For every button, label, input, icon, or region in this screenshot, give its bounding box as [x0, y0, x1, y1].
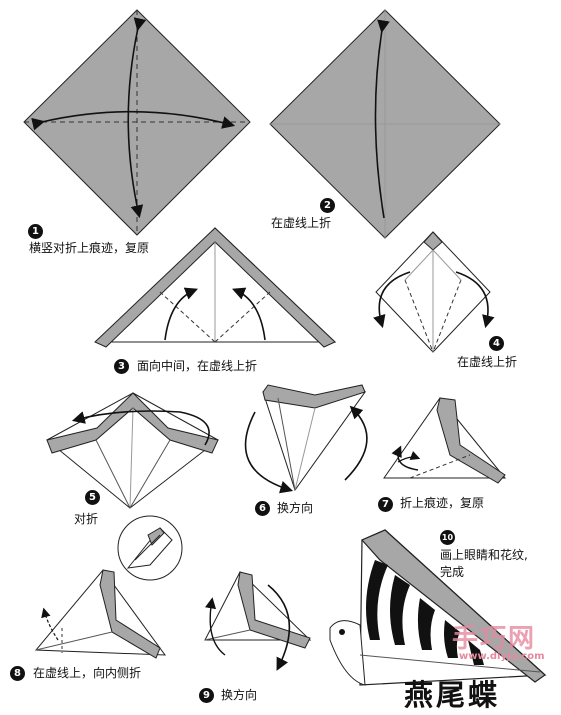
diagram-title: 燕尾蝶 — [404, 678, 501, 712]
step-number-5: 5 — [85, 490, 100, 505]
step-number-8: 8 — [10, 666, 25, 681]
step8-figure — [34, 569, 167, 659]
step-caption-6: 换方向 — [277, 501, 314, 515]
step8-detail-circle — [117, 515, 183, 581]
step-number-2: 2 — [320, 198, 335, 213]
step3-figure — [94, 227, 337, 348]
step-number-7: 7 — [378, 497, 393, 512]
step2-figure — [269, 9, 501, 239]
step6-figure — [244, 384, 368, 494]
step-number-4: 4 — [489, 336, 504, 351]
step7-figure — [383, 397, 507, 484]
step-caption-8: 在虚线上，向内侧折 — [33, 666, 142, 680]
step-number-9: 9 — [199, 688, 214, 703]
step-number-6: 6 — [255, 501, 270, 516]
step-caption-5: 对折 — [74, 512, 99, 526]
step-number-1: 1 — [28, 224, 43, 239]
watermark-url: www.diyju.com — [459, 651, 545, 662]
step-number-3: 3 — [114, 359, 129, 374]
step-caption-9: 换方向 — [221, 688, 258, 702]
finished-butterfly — [329, 529, 547, 686]
step-caption-1: 横竖对折上痕迹，复原 — [29, 241, 150, 255]
step-caption-10-line2: 完成 — [440, 565, 465, 579]
step-caption-2: 在虚线上折 — [271, 216, 332, 230]
watermark-site: 手巧网 — [452, 624, 537, 654]
step-caption-7: 折上痕迹，复原 — [400, 496, 485, 510]
step-caption-4: 在虚线上折 — [457, 355, 518, 369]
step-number-10: 10 — [440, 530, 455, 545]
step4-figure — [373, 231, 495, 353]
step5-figure — [46, 392, 219, 509]
step9-figure — [204, 571, 312, 671]
step1-figure — [23, 9, 251, 236]
step-caption-3: 面向中间，在虚线上折 — [137, 359, 258, 373]
step-caption-10: 画上眼睛和花纹, — [440, 548, 528, 562]
